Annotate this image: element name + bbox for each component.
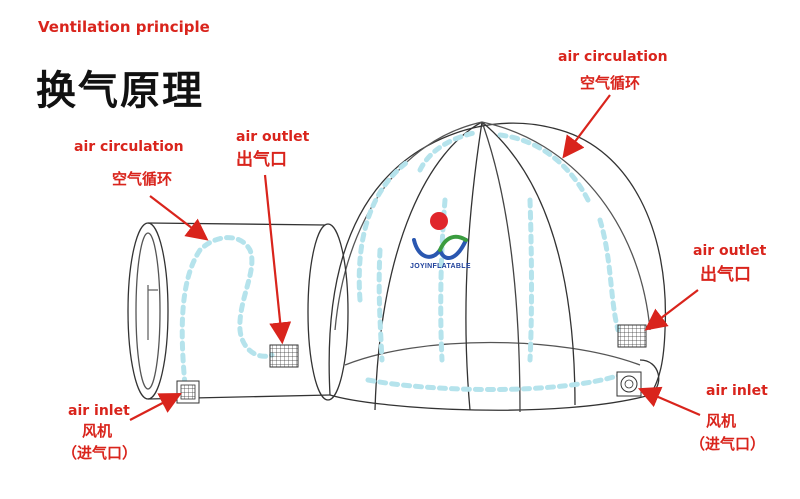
outlet-grid-left bbox=[269, 344, 299, 368]
pointer-arrows bbox=[129, 94, 701, 421]
tunnel-body bbox=[127, 222, 349, 401]
label-circulation-left-cn: 空气循环 bbox=[112, 170, 173, 188]
label-circulation-right-cn: 空气循环 bbox=[580, 74, 641, 92]
fan-right bbox=[616, 371, 642, 397]
logo-text: JOYINFLATABLE bbox=[410, 263, 471, 270]
title-english: Ventilation principle bbox=[38, 18, 210, 36]
title-chinese: 换气原理 bbox=[36, 67, 204, 114]
label-circulation-right-en: air circulation bbox=[558, 49, 668, 65]
label-inlet-left-en: air inlet bbox=[68, 403, 130, 419]
label-inlet-left-cn2: （进气口） bbox=[62, 444, 138, 462]
label-outlet-right-en: air outlet bbox=[693, 243, 767, 259]
label-outlet-left-en: air outlet bbox=[236, 129, 310, 145]
label-outlet-right-cn: 出气口 bbox=[700, 265, 751, 285]
label-circulation-left-en: air circulation bbox=[74, 139, 184, 155]
label-inlet-right-en: air inlet bbox=[706, 383, 768, 399]
fan-left bbox=[176, 380, 200, 404]
label-outlet-left-cn: 出气口 bbox=[236, 150, 287, 170]
label-inlet-left-cn1: 风机 bbox=[82, 422, 113, 440]
logo-mark bbox=[412, 212, 468, 260]
label-inlet-right-cn1: 风机 bbox=[706, 412, 737, 430]
outlet-grid-right bbox=[617, 324, 647, 348]
label-inlet-right-cn2: （进气口） bbox=[690, 435, 766, 453]
circulation-arrows bbox=[179, 129, 623, 393]
